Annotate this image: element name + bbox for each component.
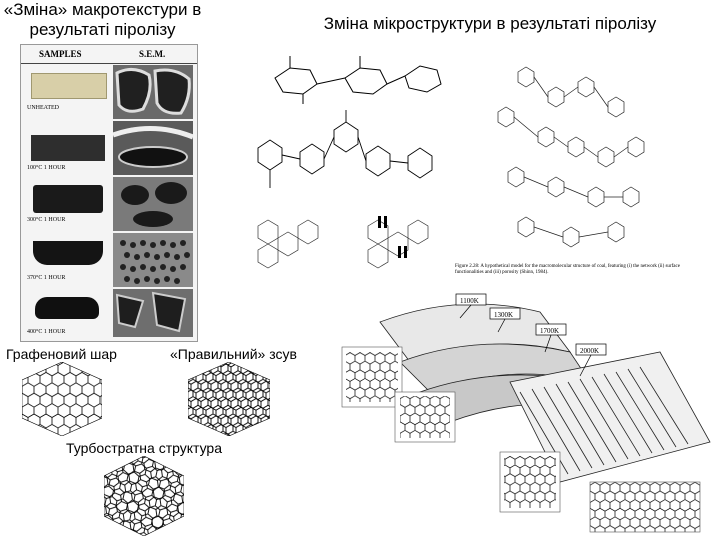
sample-row: UNHEATED bbox=[25, 67, 111, 117]
label-regular-shift: «Правильний» зсув bbox=[170, 346, 297, 362]
temp-label: 1700K bbox=[540, 327, 559, 335]
coal-figure-caption: Figure 2.28: A hypothetical model for th… bbox=[455, 264, 680, 275]
sample-swatch bbox=[31, 73, 107, 99]
samples-header: SAMPLES bbox=[39, 49, 82, 59]
samples-sem-panel: SAMPLES S.E.M. UNHEATED 100°C 1 HOUR 300… bbox=[20, 44, 198, 342]
temp-label: 1100K bbox=[460, 297, 479, 305]
sem-header: S.E.M. bbox=[139, 49, 166, 59]
title-macrotexture: «Зміна» макротекстури в результаті пірол… bbox=[3, 0, 202, 39]
sample-label: 300°C 1 HOUR bbox=[27, 217, 66, 223]
turbostratic-lattice bbox=[104, 456, 184, 536]
graphitization-model: 1100K 1300K 1700K 2000K bbox=[341, 293, 711, 533]
sample-label: 100°C 1 HOUR bbox=[27, 165, 66, 171]
sample-label: UNHEATED bbox=[27, 105, 59, 111]
graphene-layer-lattice bbox=[22, 362, 102, 436]
sample-row: 300°C 1 HOUR bbox=[25, 181, 111, 231]
cellulose-structure-diagram bbox=[274, 56, 442, 104]
sample-swatch bbox=[33, 241, 103, 265]
sample-label: 370°C 1 HOUR bbox=[27, 275, 66, 281]
sem-micrographs bbox=[113, 65, 193, 337]
sample-swatch bbox=[35, 297, 99, 319]
coal-macromolecular-model bbox=[497, 66, 645, 248]
sample-row: 100°C 1 HOUR bbox=[25, 125, 111, 175]
label-graphene-layer: Графеновий шар bbox=[6, 346, 117, 362]
temp-label: 1300K bbox=[494, 311, 513, 319]
lignin-structure-diagram bbox=[257, 110, 433, 188]
sample-row: 400°C 1 HOUR bbox=[25, 289, 111, 339]
sample-swatch bbox=[33, 185, 103, 213]
sample-label: 400°C 1 HOUR bbox=[27, 329, 66, 335]
regular-shift-lattice bbox=[188, 362, 270, 436]
coal-network-diagram bbox=[257, 216, 429, 269]
title-microstructure: Зміна мікроструктури в результаті піролі… bbox=[323, 14, 657, 33]
sample-row: 370°C 1 HOUR bbox=[25, 235, 111, 285]
temp-label: 2000K bbox=[580, 347, 599, 355]
sample-swatch bbox=[31, 135, 105, 161]
label-turbostratic: Турбостратна структура bbox=[66, 440, 223, 456]
